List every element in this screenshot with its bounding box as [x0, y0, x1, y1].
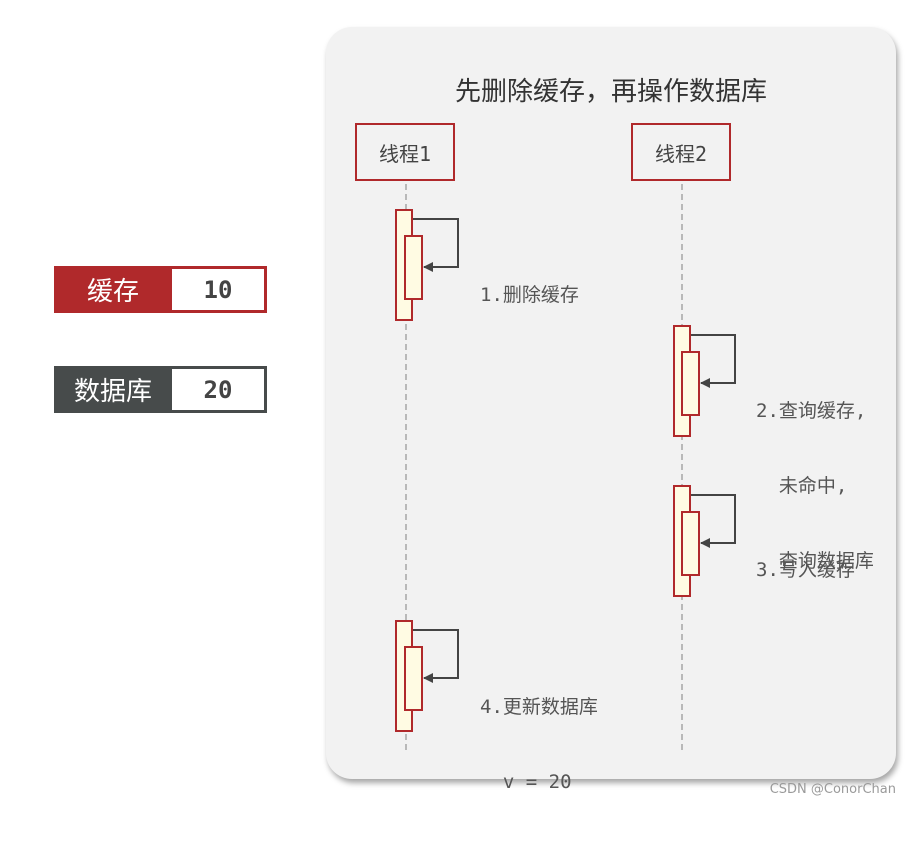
step2-self-arrow [691, 334, 736, 388]
database-label: 数据库 [73, 377, 152, 407]
cache-value: 10 [172, 269, 264, 310]
step3-self-arrow [691, 494, 736, 548]
thread1-box: 线程1 [355, 123, 455, 181]
thread2-lifeline [681, 184, 683, 750]
step3-label: 3.写入缓存 [756, 559, 855, 581]
sequence-diagram-panel: 先删除缓存，再操作数据库 线程1 线程2 1.删除缓存 2.查询缓存, [326, 27, 896, 793]
database-badge: 数据库 20 [54, 366, 267, 413]
step2-label: 2.查询缓存, 未命中, 查询数据库 [756, 400, 874, 572]
database-value: 20 [172, 369, 264, 410]
step1-label: 1.删除缓存 [480, 284, 579, 306]
cache-badge: 缓存 10 [54, 266, 267, 313]
step3-activation-inner [681, 511, 700, 576]
diagram-title: 先删除缓存，再操作数据库 [454, 77, 767, 107]
thread2-box: 线程2 [631, 123, 731, 181]
watermark: CSDN @ConorChan [769, 782, 896, 797]
step1-activation-inner [404, 235, 423, 300]
thread1-lifeline [405, 184, 407, 750]
step4-self-arrow [413, 629, 459, 683]
step1-self-arrow [413, 218, 459, 272]
self-call-arrows [413, 218, 736, 683]
thread2-label: 线程2 [654, 141, 708, 166]
thread1-label: 线程1 [378, 141, 432, 166]
step4-label: 4.更新数据库 v = 20 [480, 696, 598, 793]
cache-label: 缓存 [86, 277, 139, 307]
step4-activation-inner [404, 646, 423, 711]
step2-activation-inner [681, 351, 700, 416]
